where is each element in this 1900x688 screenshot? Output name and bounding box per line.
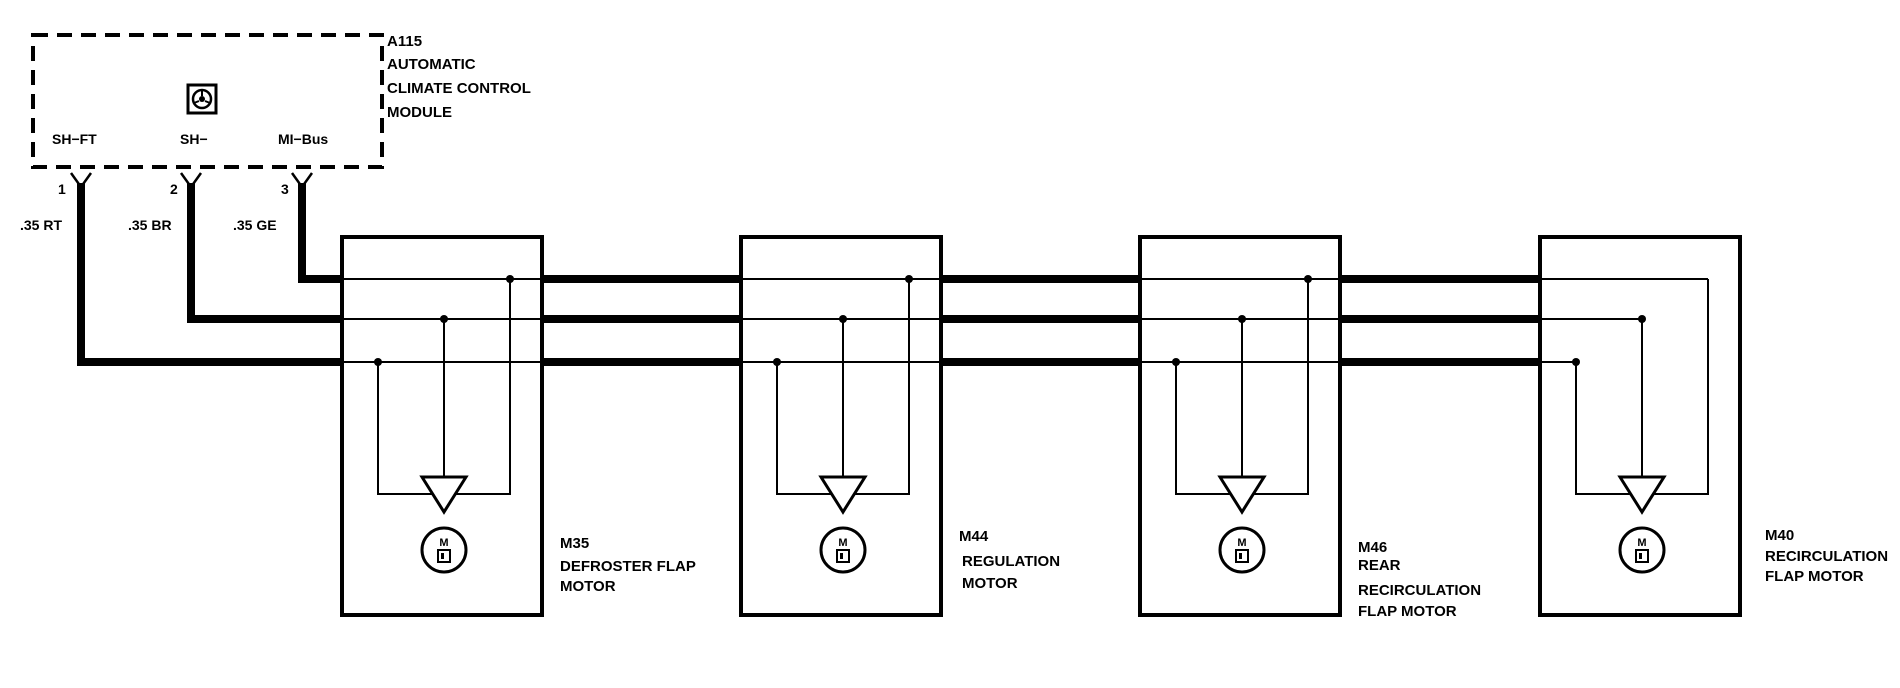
module-ref: A115 <box>387 33 422 50</box>
svg-text:M: M <box>1637 537 1646 549</box>
pin-number-3: 3 <box>281 181 289 197</box>
pin-label-mi-bus: MI−Bus <box>278 131 328 147</box>
motor-icon: M <box>1635 537 1649 563</box>
wire-br <box>187 183 1538 323</box>
control-module: A115 AUTOMATIC CLIMATE CONTROL MODULE SH… <box>31 33 531 169</box>
motor-name-m46-line-2: RECIRCULATION <box>1358 582 1481 599</box>
wire-label-ge: .35 GE <box>233 217 277 233</box>
climate-control-icon <box>186 83 218 115</box>
motor-ref-m35: M35 <box>560 535 589 552</box>
svg-text:M: M <box>1237 537 1246 549</box>
motor-icon: M <box>836 537 850 563</box>
wire-label-rt: .35 RT <box>20 217 62 233</box>
svg-text:M: M <box>838 537 847 549</box>
motor-name-m35-line-2: MOTOR <box>560 578 616 595</box>
pin-label-sh: SH− <box>180 131 208 147</box>
wire-ge <box>298 183 1538 283</box>
pin-label-sh-ft: SH−FT <box>52 131 97 147</box>
module-name-line-2: CLIMATE CONTROL <box>387 80 531 97</box>
motor-unit-m40: M <box>1538 235 1742 617</box>
motor-icon: M <box>437 537 451 563</box>
motor-unit-m44: M <box>739 235 943 617</box>
motor-icon: M <box>1235 537 1249 563</box>
module-name-line-3: MODULE <box>387 104 452 121</box>
pin-number-1: 1 <box>58 181 66 197</box>
svg-text:M: M <box>439 537 448 549</box>
wire-label-br: .35 BR <box>128 217 172 233</box>
motor-name-m40-line-1: RECIRCULATION <box>1765 548 1888 565</box>
motor-name-m46-line-3: FLAP MOTOR <box>1358 603 1457 620</box>
motor-ref-m40: M40 <box>1765 527 1794 544</box>
control-module-outline <box>31 33 384 169</box>
motor-name-m46-line-1: REAR <box>1358 557 1401 574</box>
motor-name-m40-line-2: FLAP MOTOR <box>1765 568 1864 585</box>
motor-unit-m46: M <box>1138 235 1342 617</box>
motor-unit-m35: M <box>340 235 544 617</box>
motor-ref-m44: M44 <box>959 528 989 545</box>
motor-ref-m46: M46 <box>1358 539 1387 556</box>
pin-number-2: 2 <box>170 181 178 197</box>
wire-rt <box>77 183 1538 366</box>
motor-name-m35-line-1: DEFROSTER FLAP <box>560 558 696 575</box>
motor-name-m44-line-1: REGULATION <box>962 553 1060 570</box>
bus-wires <box>77 183 1538 366</box>
motor-name-m44-line-2: MOTOR <box>962 575 1018 592</box>
module-name-line-1: AUTOMATIC <box>387 56 476 73</box>
